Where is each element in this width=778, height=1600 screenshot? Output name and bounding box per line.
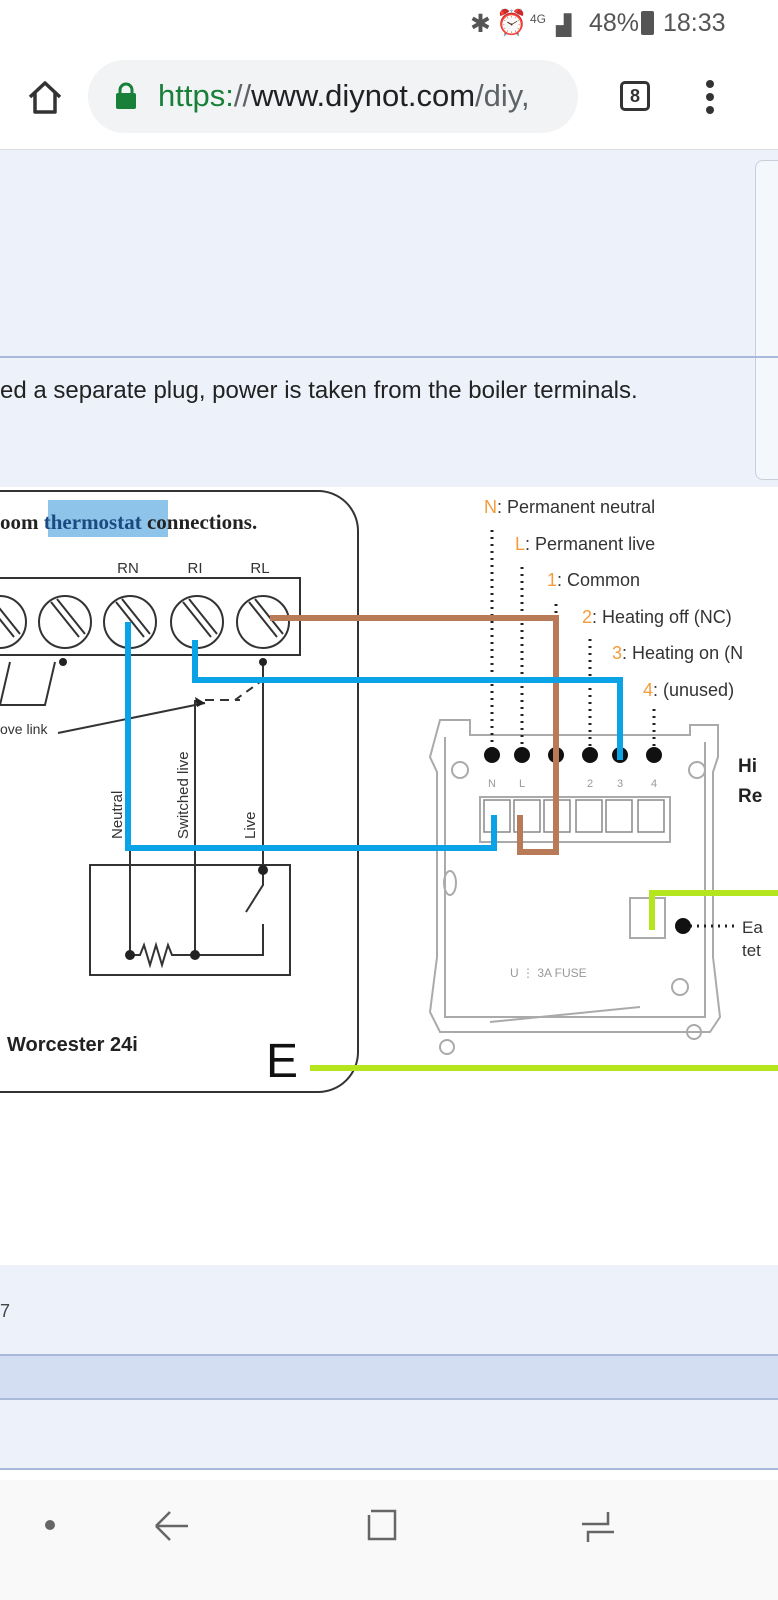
- boiler-outline: [0, 490, 359, 1093]
- terminal-label-rl: RL: [250, 560, 269, 577]
- terminal-leaders: [490, 530, 735, 928]
- status-bar: ✱ ⏰ 4G ▟ 48% 18:33: [0, 0, 778, 48]
- clock: 18:33: [663, 9, 726, 37]
- green-wire-hive-earth: [649, 890, 778, 930]
- 4g-icon: 4G: [530, 12, 547, 26]
- arrow-icon: [195, 697, 205, 707]
- lock-icon[interactable]: [115, 82, 137, 110]
- svg-text:4: 4: [651, 778, 657, 790]
- switched-live-label: Switched live: [175, 751, 192, 839]
- boiler-internal-wiring: [0, 655, 291, 976]
- recents-icon[interactable]: [365, 1507, 401, 1543]
- hive-terminal-4: 4: (unused): [643, 680, 734, 700]
- hive-terminal-n: N: Permanent neutral: [484, 497, 655, 517]
- svg-text:N: N: [488, 778, 496, 790]
- bluetooth-icon: ✱: [470, 10, 491, 38]
- switch-icon[interactable]: [578, 1506, 618, 1546]
- browser-toolbar: https://www.diynot.com/diy, 8: [0, 48, 778, 150]
- dot-icon[interactable]: [40, 1515, 60, 1535]
- blue-wire-neutral: [125, 622, 497, 851]
- remove-link-label: ove link: [0, 721, 48, 737]
- side-card: [755, 160, 778, 480]
- svg-text:2: 2: [587, 778, 593, 790]
- navigation-bar: [0, 1480, 778, 1600]
- hive-terminal-2: 2: Heating off (NC): [582, 607, 732, 627]
- address-bar[interactable]: https://www.diynot.com/diy,: [88, 60, 578, 133]
- live-label: Live: [242, 811, 259, 839]
- post-content-next: [0, 1400, 778, 1470]
- diagram-title: oom thermostat connections.: [0, 510, 257, 534]
- url-text[interactable]: https://www.diynot.com/diy,: [158, 78, 530, 113]
- post-header-bar: [0, 1354, 778, 1400]
- wiring-diagram: oom thermostat connections. RN RI RL ove…: [0, 487, 778, 1112]
- brown-wire: [270, 615, 559, 855]
- hive-terminal-1: 1: Common: [547, 570, 640, 590]
- earth-note-2: tet: [742, 941, 761, 960]
- home-icon[interactable]: [26, 78, 64, 116]
- boiler-name: Worcester 24i: [7, 1034, 138, 1056]
- hive-terminal-3: 3: Heating on (N: [612, 643, 743, 663]
- terminal-label-ri: RI: [188, 560, 203, 577]
- terminal-label-rn: RN: [117, 560, 139, 577]
- fuse-label: U ⋮ 3A FUSE: [510, 966, 587, 980]
- signal-icon: ▟: [556, 15, 572, 37]
- battery-level: 48%: [589, 9, 640, 37]
- hive-label-2: Re: [738, 786, 762, 807]
- post-content: ed a separate plug, power is taken from …: [0, 150, 778, 487]
- battery-icon: [641, 11, 654, 35]
- hive-terminal-l: L: Permanent live: [515, 534, 655, 554]
- svg-text:L: L: [519, 778, 525, 790]
- back-icon[interactable]: [152, 1506, 192, 1546]
- terminal-screws: [0, 595, 290, 649]
- earth-note: Ea: [742, 918, 763, 937]
- alarm-icon: ⏰: [496, 9, 528, 37]
- neutral-label: Neutral: [109, 791, 126, 839]
- tab-switcher-button[interactable]: 8: [620, 81, 650, 111]
- blue-wire-switched: [192, 640, 623, 760]
- earth-label: E: [266, 1035, 298, 1088]
- search-highlight: [48, 500, 168, 537]
- hive-label: Hi: [738, 756, 757, 777]
- post-text: ed a separate plug, power is taken from …: [0, 377, 638, 404]
- svg-text:3: 3: [617, 778, 623, 790]
- divider: [0, 356, 778, 358]
- post-number: 7: [0, 1301, 11, 1321]
- hive-backplate: [428, 719, 722, 1055]
- menu-icon[interactable]: [702, 79, 718, 115]
- post-footer: 7: [0, 1265, 778, 1355]
